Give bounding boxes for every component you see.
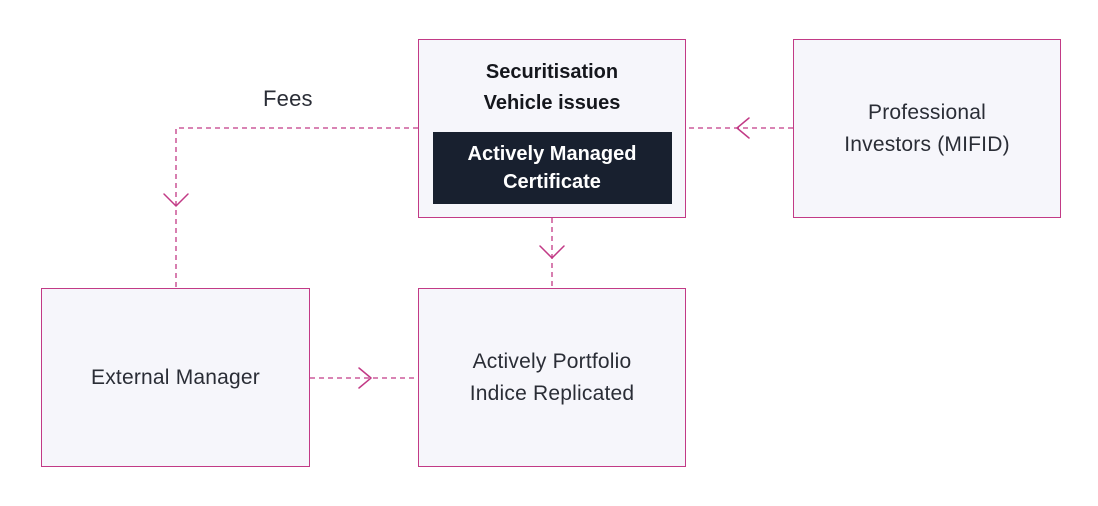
actively-managed-certificate-badge: Actively Managed Certificate [432, 132, 672, 204]
actively-portfolio-node: Actively Portfolio Indice Replicated [418, 288, 686, 467]
actively-portfolio-label: Actively Portfolio Indice Replicated [469, 349, 635, 405]
securitisation-vehicle-node: Securitisation Vehicle issues Actively M… [418, 39, 686, 218]
connector-securitisation-to-manager [175, 127, 418, 288]
securitisation-vehicle-title: Securitisation Vehicle issues [483, 61, 621, 114]
arrowhead-right-icon [358, 367, 372, 389]
arrowhead-down-icon [163, 193, 189, 207]
arrowhead-left-icon [736, 117, 750, 139]
fees-edge-label: Fees [263, 86, 313, 111]
external-manager-label: External Manager [91, 365, 260, 389]
professional-investors-label: Professional Investors (MIFID) [844, 100, 1010, 156]
external-manager-node: External Manager [41, 288, 310, 467]
professional-investors-node: Professional Investors (MIFID) [793, 39, 1061, 218]
arrowhead-down-icon [539, 245, 565, 259]
